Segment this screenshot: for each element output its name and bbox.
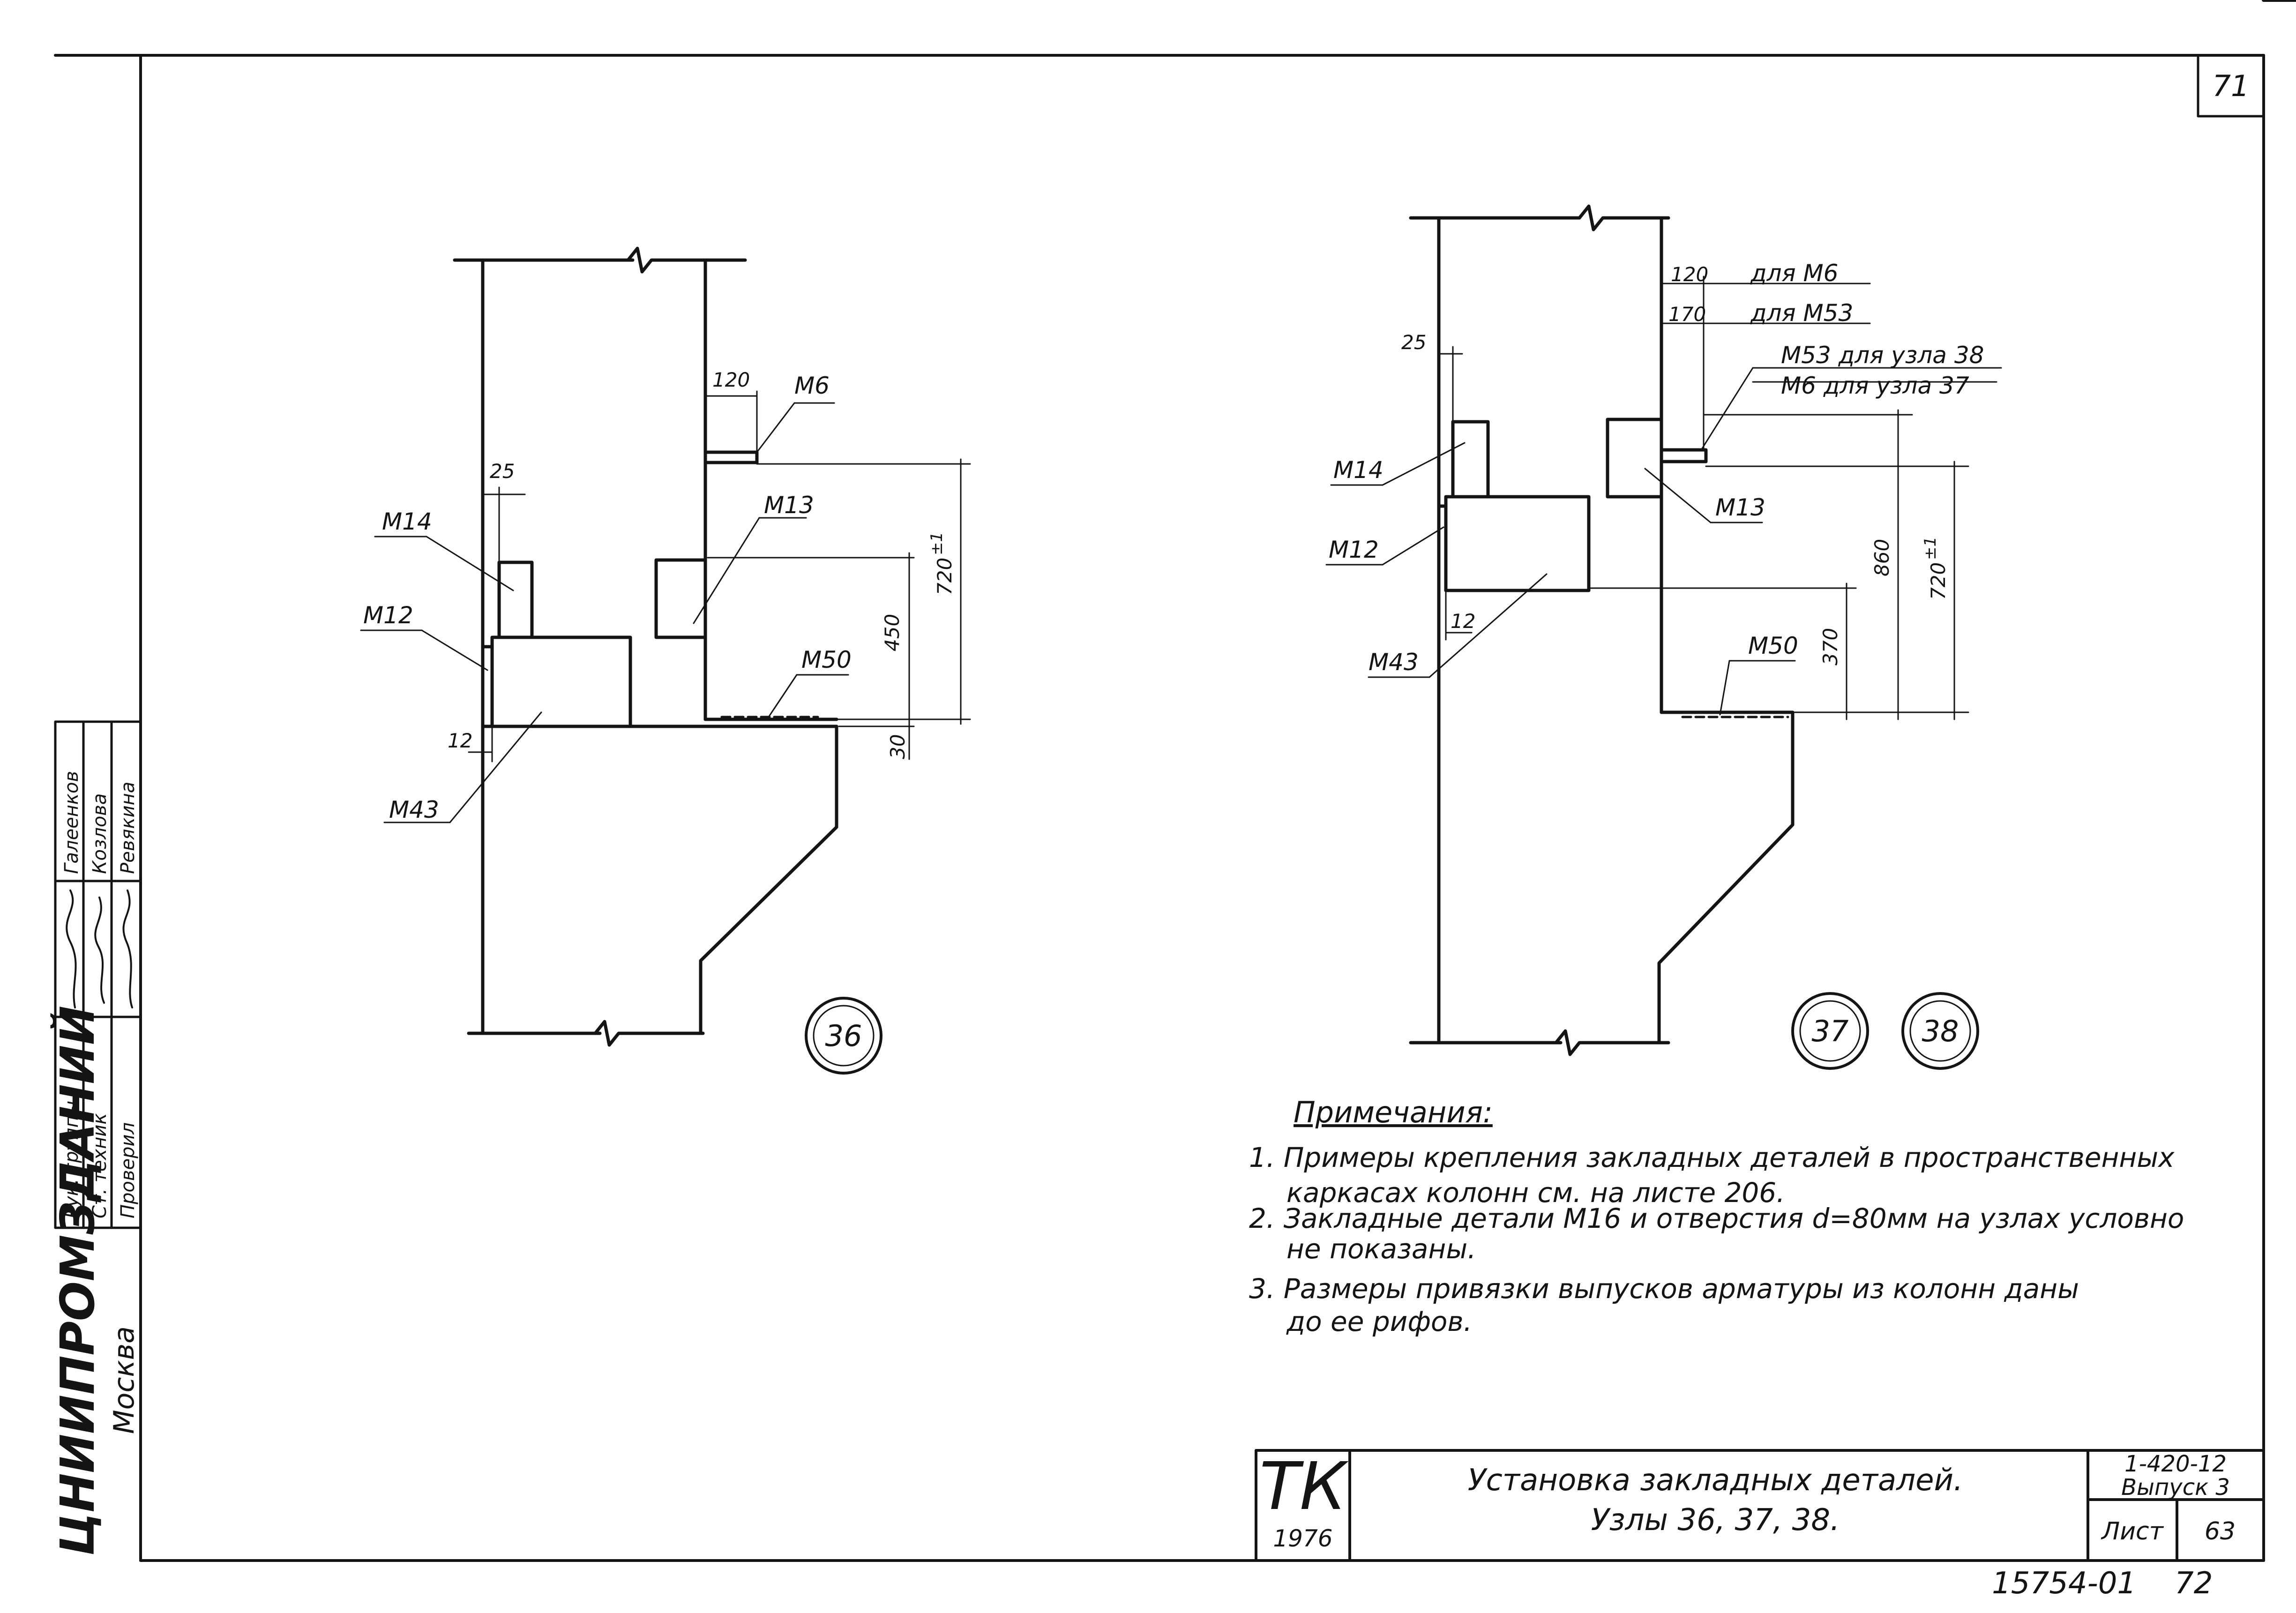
signatures (66, 889, 133, 1008)
stamp-name-1: Галеенков (61, 771, 82, 874)
dim-tol-b: ±1 (1921, 537, 1940, 560)
dim-25b: 25 (1401, 331, 1426, 354)
note-line-5: 3. Размеры привязки выпусков арматуры из… (1249, 1273, 2079, 1305)
title-series: 1-420-12 (2124, 1451, 2227, 1477)
title-issue: Выпуск 3 (2121, 1474, 2230, 1501)
title-sheet-label: Лист (2101, 1517, 2164, 1546)
node-badge-37: 37 (1791, 992, 1869, 1070)
stamp-role-1: Рук. группы (61, 1101, 82, 1218)
stamp-role-3: Проверил (117, 1122, 139, 1218)
bottom-page: 72 (2175, 1566, 2213, 1601)
label-m43: M43 (389, 796, 439, 823)
label-m6: M6 (794, 372, 830, 399)
title-line-2: Узлы 36, 37, 38. (1591, 1503, 1840, 1538)
label-m53-node38: M53 для узла 38 (1781, 342, 1984, 369)
stamp-name-2: Козлова (89, 793, 111, 874)
dim-860: 860 (1870, 539, 1893, 576)
label-m12: M12 (363, 602, 413, 629)
label-m13: M13 (764, 492, 814, 519)
svg-text:38: 38 (1922, 1014, 1959, 1048)
dim-120b: 120 (1671, 263, 1708, 286)
note-line-4: не показаны. (1286, 1233, 1476, 1265)
svg-text:37: 37 (1812, 1014, 1849, 1048)
stamp-name-3: Ревякина (117, 782, 139, 874)
side-stamp: Рук. группы Ст. техник Проверил Галеенко… (50, 720, 142, 1556)
label-m50: M50 (801, 646, 852, 673)
bottom-number: 15754-01 (1992, 1566, 2136, 1601)
notes: Примечания: 1. Примеры крепления закладн… (1249, 1095, 2184, 1337)
title-mark: ТК (1260, 1449, 1349, 1525)
dim-tol: ±1 (927, 532, 946, 555)
label-m14: M14 (382, 508, 432, 535)
label-m50b: M50 (1748, 632, 1798, 659)
stamp-role-2: Ст. техник (89, 1113, 111, 1218)
node-badge-36: 36 (805, 997, 883, 1075)
dim-120: 120 (712, 368, 750, 391)
svg-text:36: 36 (825, 1019, 862, 1053)
note-line-3: 2. Закладные детали M16 и отверстия d=80… (1249, 1202, 2184, 1234)
title-sheet-number: 63 (2205, 1517, 2236, 1546)
stamp-org: ЦНИИПРОМЗДАНИЙ (50, 1006, 105, 1556)
node-37-38-drawing: 120 для M6 170 для M53 M53 для узла 38 M… (1325, 204, 2002, 1070)
note-line-6: до ее рифов. (1286, 1306, 1472, 1337)
notes-heading: Примечания: (1294, 1095, 1493, 1129)
label-for-m53: для M53 (1750, 299, 1853, 327)
dim-720: 720 (933, 558, 956, 595)
note-line-2: каркасах колонн см. на листе 206. (1286, 1177, 1785, 1209)
title-line-1: Установка закладных деталей. (1468, 1463, 1963, 1498)
title-block: ТК 1976 Установка закладных деталей. Узл… (1255, 1449, 2265, 1562)
dim-12: 12 (448, 729, 472, 752)
note-line-1: 1. Примеры крепления закладных деталей в… (1249, 1142, 2175, 1173)
dim-12b: 12 (1451, 610, 1475, 633)
dim-30: 30 (886, 734, 909, 759)
dim-170: 170 (1668, 303, 1706, 326)
label-m6-node37: M6 для узла 37 (1781, 372, 1969, 399)
dim-450: 450 (881, 614, 904, 651)
node-36-drawing: M6 120 25 M14 M12 12 M43 M13 M50 450 720… (360, 246, 971, 1075)
label-m43b: M43 (1369, 649, 1419, 676)
title-year: 1976 (1273, 1525, 1332, 1552)
label-m14b: M14 (1333, 456, 1384, 484)
node-badge-38: 38 (1901, 992, 1979, 1070)
dim-25: 25 (490, 460, 515, 483)
stamp-city: Москва (108, 1326, 141, 1434)
dim-720b: 720 (1927, 562, 1950, 600)
label-m12b: M12 (1329, 536, 1379, 563)
label-m13b: M13 (1715, 494, 1765, 521)
sheet-frame (54, 0, 2296, 1562)
page-corner-number: 71 (2213, 69, 2250, 103)
page-number-box: 71 (2197, 54, 2265, 118)
dim-370: 370 (1819, 628, 1842, 665)
label-for-m6: для M6 (1750, 260, 1838, 287)
